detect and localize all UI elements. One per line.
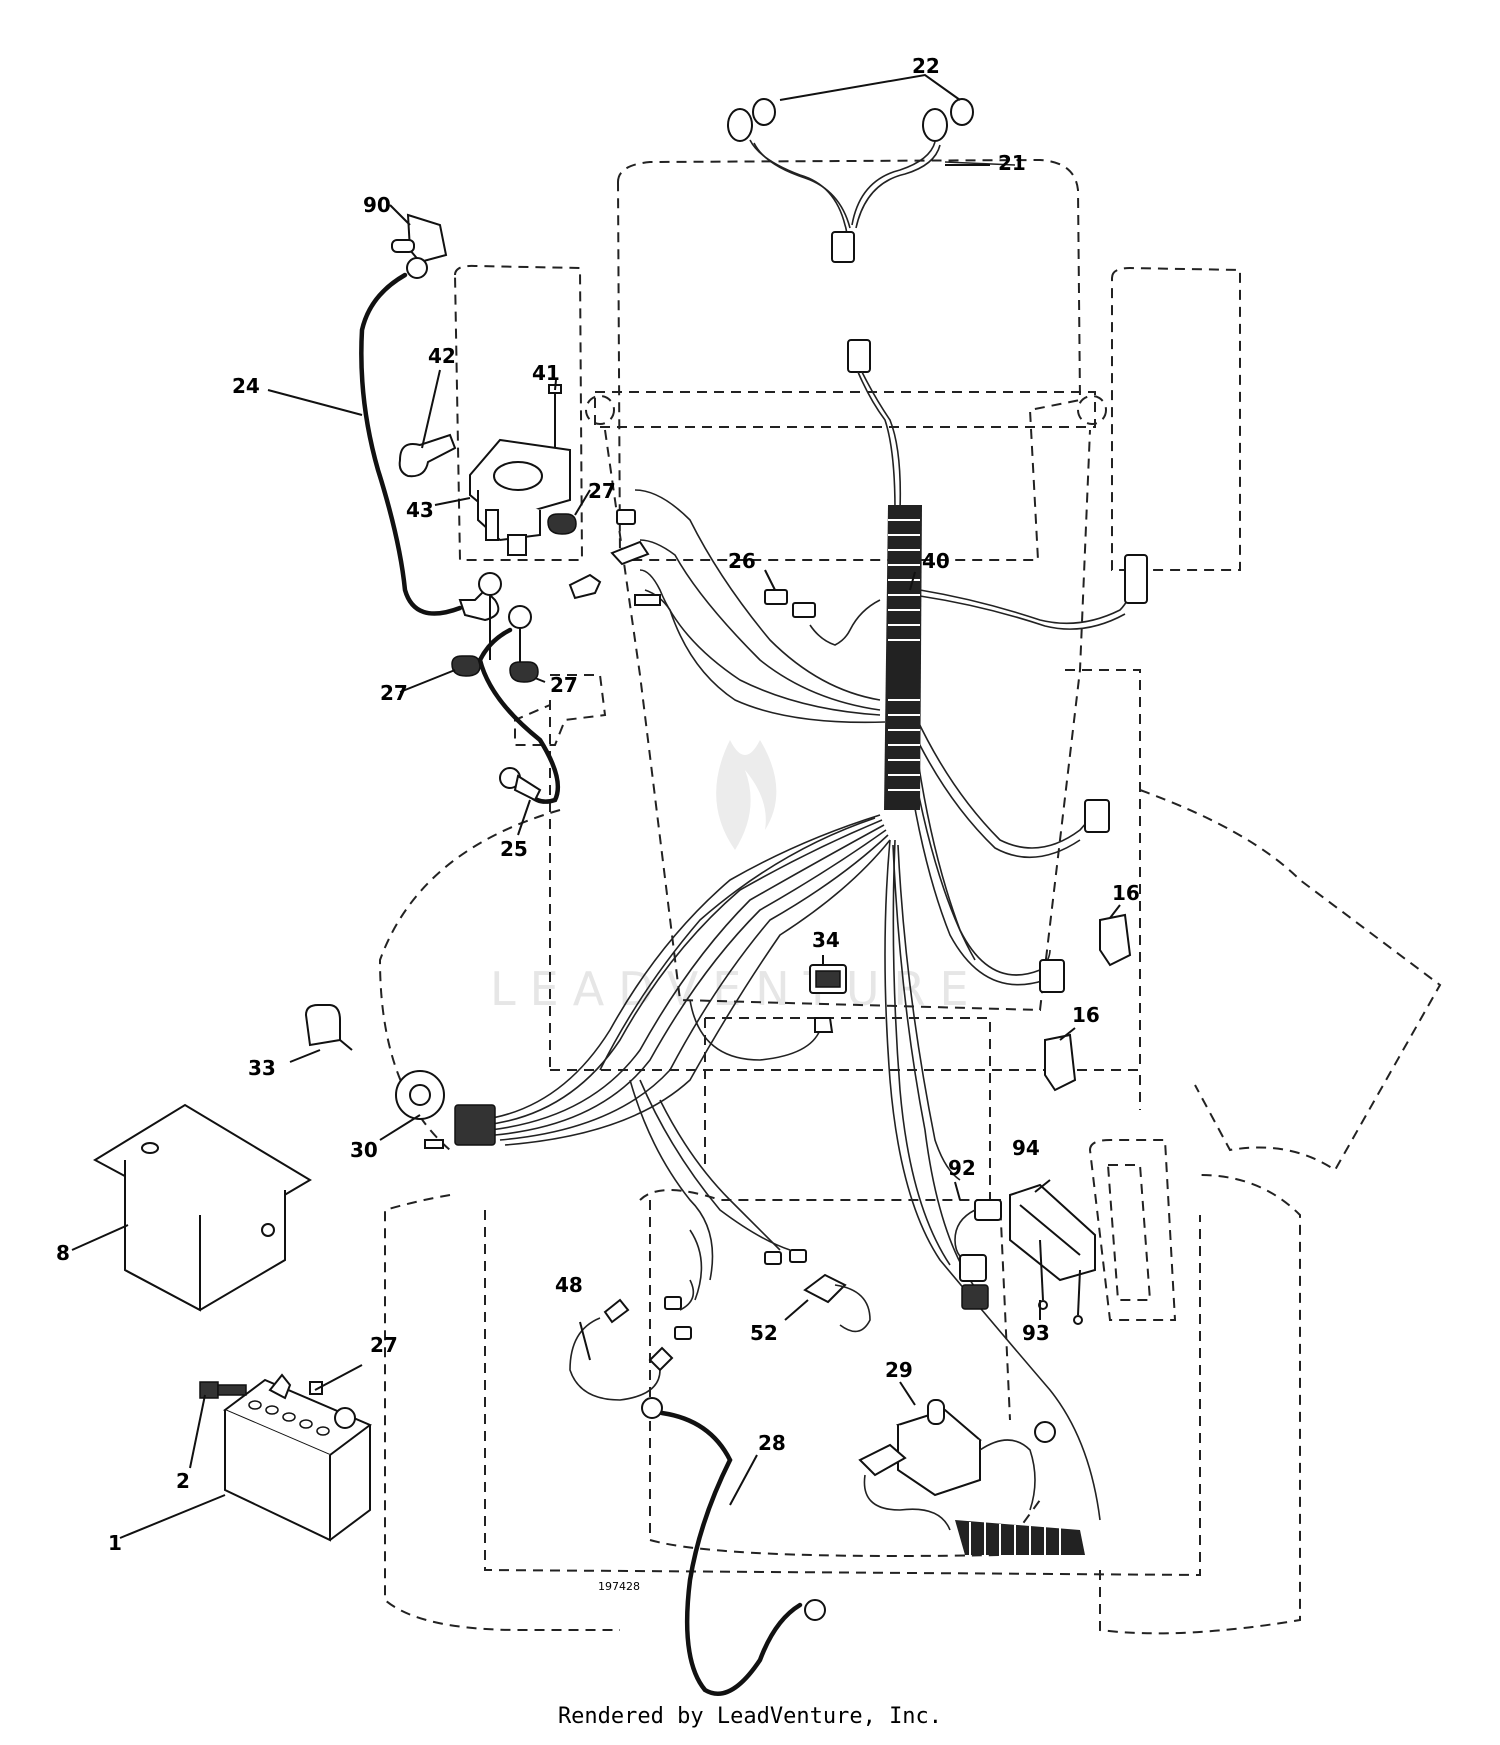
callout-40: 40 [922, 549, 950, 573]
solenoid-43 [451, 384, 577, 683]
coiled-cord [955, 1520, 1085, 1555]
callout-90: 90 [363, 193, 391, 217]
plug-90 [391, 213, 448, 264]
light-48 [569, 1298, 674, 1401]
callouts: 1 2 8 16 16 21 22 24 25 26 27 27 27 27 2… [56, 54, 1140, 1555]
harness-plug-lower [1039, 959, 1065, 993]
bulb-left [752, 98, 776, 126]
callout-34: 34 [812, 928, 840, 952]
callout-43: 43 [406, 498, 434, 522]
bulb-right [950, 98, 974, 126]
callout-26: 26 [728, 549, 756, 573]
callout-24: 24 [232, 374, 260, 398]
callout-33: 33 [248, 1056, 276, 1080]
terminal-nut-27 [268, 1373, 323, 1400]
seat-switch-16b [1044, 1033, 1077, 1092]
seat-switch-16a [1099, 913, 1132, 967]
callout-94: 94 [1012, 1136, 1040, 1160]
callout-41: 41 [532, 361, 560, 385]
callout-27a: 27 [588, 479, 616, 503]
callout-8: 8 [56, 1241, 70, 1265]
cable-28 [641, 1397, 826, 1696]
boot-42 [398, 433, 457, 478]
headlight-harness [727, 73, 1016, 263]
callout-48: 48 [555, 1273, 583, 1297]
callout-27b: 27 [380, 681, 408, 705]
callout-21: 21 [998, 151, 1026, 175]
watermark-text: LEADVENTURE [490, 962, 983, 1016]
callout-52: 52 [750, 1321, 778, 1345]
callout-42: 42 [428, 344, 456, 368]
callout-1: 1 [108, 1531, 122, 1555]
battery-1 [223, 1378, 372, 1542]
switch-29 [858, 1399, 1056, 1531]
harness-plug-upper [1084, 799, 1110, 833]
callout-22: 22 [912, 54, 940, 78]
callout-27c: 27 [550, 673, 578, 697]
harness-sleeve [884, 505, 922, 810]
drawing-number: 197428 [598, 1580, 640, 1593]
ignition-switch-30 [395, 1070, 496, 1149]
callout-28: 28 [758, 1431, 786, 1455]
harness-terminals-left [610, 509, 661, 606]
headlight-socket-right [922, 108, 948, 142]
seat-switch-connector [1124, 554, 1148, 604]
callout-27d: 27 [370, 1333, 398, 1357]
callout-25: 25 [500, 837, 528, 861]
fuse-26 [764, 589, 816, 618]
connector-92 [954, 1199, 1002, 1310]
bolt-2 [199, 1381, 247, 1399]
callout-16b: 16 [1072, 1003, 1100, 1027]
ignition-key-33 [304, 1004, 353, 1051]
leader-lines [71, 164, 1121, 1539]
battery-box-8 [92, 1103, 312, 1312]
callout-92: 92 [948, 1156, 976, 1180]
cable-25 [477, 573, 602, 804]
battery-cable-24 [359, 257, 500, 622]
headlight-connector [831, 231, 855, 263]
module-94 [1009, 1183, 1096, 1325]
tractor-outline [378, 158, 1442, 1635]
callout-16a: 16 [1112, 881, 1140, 905]
watermark: LEADVENTURE [490, 740, 983, 1016]
credit-line: Rendered by LeadVenture, Inc. [557, 1704, 943, 1729]
terminals-center [664, 1249, 807, 1340]
harness-connector-top [847, 339, 871, 373]
headlight-socket-left [727, 108, 753, 142]
callout-2: 2 [176, 1469, 190, 1493]
callout-29: 29 [885, 1358, 913, 1382]
switch-34 [809, 964, 847, 1033]
light-52 [803, 1273, 871, 1333]
callout-30: 30 [350, 1138, 378, 1162]
callout-93: 93 [1022, 1321, 1050, 1345]
